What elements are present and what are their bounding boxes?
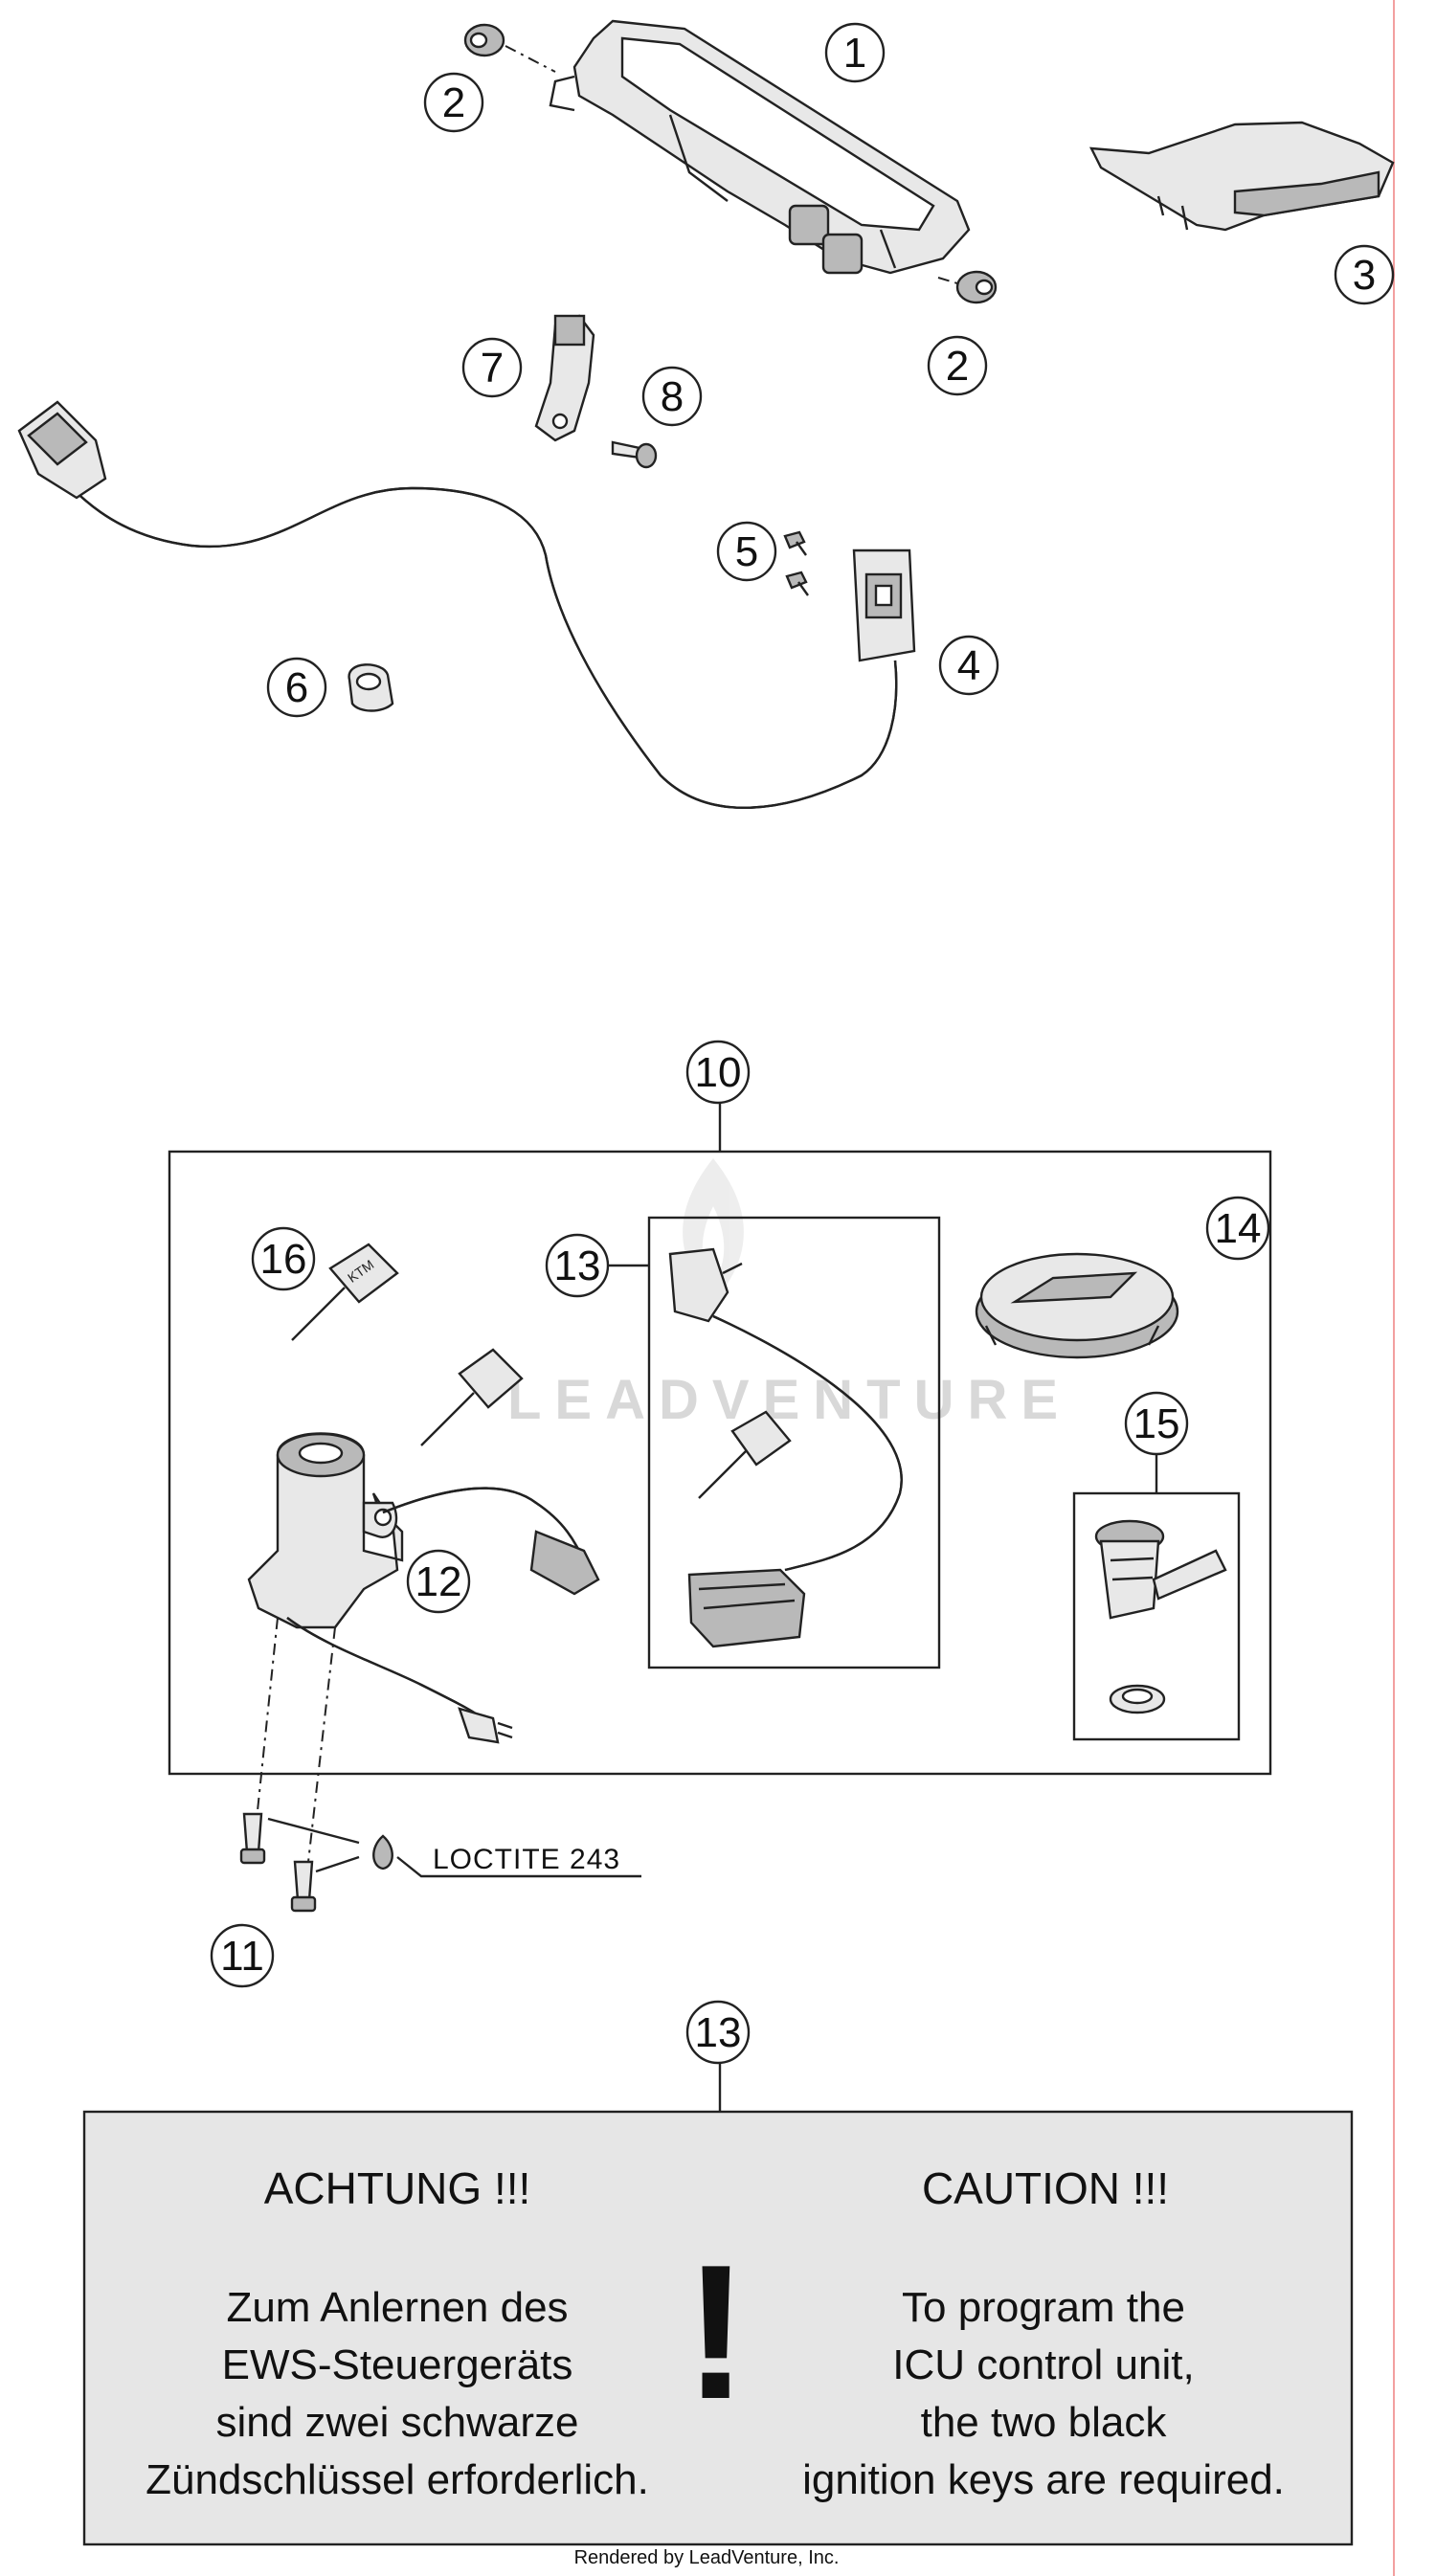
adapter-control-unit: [687, 1568, 806, 1648]
cluster-cover: [1088, 121, 1395, 232]
callout-4: 4: [938, 635, 999, 696]
callout-15: 15: [1124, 1391, 1189, 1456]
notice-box: [82, 2110, 1354, 2546]
callout-16: 16: [251, 1226, 316, 1291]
notice-en-title: CAUTION !!!: [922, 2163, 1169, 2213]
svg-text:1: 1: [843, 30, 866, 77]
adapter-connector: [668, 1247, 743, 1323]
notice-en-line-4: ignition keys are required.: [802, 2456, 1285, 2503]
callout-11: 11: [210, 1923, 275, 1988]
callout-5: 5: [716, 521, 777, 582]
grommet-top-leader: [505, 45, 556, 73]
notice-en-line-2: ICU control unit,: [892, 2341, 1194, 2388]
callouts: 1 2 2 3 4 5 6 7 8 10 11 12 13 14 15 16 1…: [210, 22, 1395, 2065]
svg-text:13: 13: [695, 2009, 742, 2056]
spare-key: KTM: [291, 1243, 399, 1341]
callout-7: 7: [461, 337, 523, 398]
svg-text:11: 11: [220, 1933, 264, 1980]
svg-text:15: 15: [1133, 1400, 1180, 1447]
callout-8: 8: [641, 366, 703, 427]
sensor-pad: [852, 549, 916, 662]
svg-text:5: 5: [735, 528, 758, 575]
notice-de-line-4: Zündschlüssel erforderlich.: [146, 2456, 649, 2503]
callout-13-notice: 13: [685, 2000, 751, 2065]
ignition-key: [420, 1348, 524, 1446]
instrument-cluster: [549, 19, 971, 275]
svg-text:12: 12: [415, 1558, 462, 1605]
grommet-bottom: [955, 270, 998, 304]
notice-de-line-2: EWS-Steuergeräts: [222, 2341, 573, 2388]
callout-2a: 2: [423, 72, 484, 133]
notice-en-line-1: To program the: [902, 2284, 1185, 2331]
screw-path-2: [303, 1626, 336, 1896]
callout-3: 3: [1334, 244, 1395, 305]
callout-14: 14: [1205, 1196, 1270, 1261]
watermark-text: LEADVENTURE: [507, 1369, 1071, 1431]
svg-text:16: 16: [260, 1236, 307, 1283]
bracket: [534, 314, 595, 442]
callout-13: 13: [545, 1233, 610, 1298]
lock-nut: [1109, 1684, 1166, 1714]
grommet-bottom-leader: [937, 277, 958, 284]
svg-text:2: 2: [442, 79, 465, 126]
callout-2b: 2: [927, 335, 988, 396]
callout-10: 10: [685, 1040, 751, 1105]
cable-clip: [348, 663, 394, 712]
screw: [611, 440, 658, 469]
adapter-frame: [647, 1216, 941, 1669]
loctite-label: LOCTITE 243: [433, 1844, 620, 1875]
notice-de-line-1: Zum Anlernen des: [226, 2284, 568, 2331]
ignition-lock: [247, 1432, 404, 1629]
lock-cylinder: [1094, 1519, 1227, 1620]
footer-credit: Rendered by LeadVenture, Inc.: [574, 2547, 840, 2568]
callout-1: 1: [824, 22, 886, 83]
notice-de-title: ACHTUNG !!!: [264, 2163, 531, 2213]
svg-text:6: 6: [285, 664, 308, 711]
loctite-drop: [372, 1834, 393, 1870]
svg-text:4: 4: [957, 642, 980, 689]
adapter-key: [698, 1410, 792, 1499]
mounting-screw-1: [239, 1812, 266, 1865]
lock-connector-upper: [529, 1530, 600, 1596]
loctite-leader: [267, 1817, 641, 1878]
svg-text:14: 14: [1215, 1205, 1262, 1252]
mounting-screw-2: [290, 1860, 317, 1913]
grommet-top: [463, 23, 505, 57]
callout-6: 6: [266, 657, 327, 718]
svg-text:13: 13: [554, 1243, 601, 1289]
warning-exclamation-icon: !: [684, 2226, 749, 2439]
sensor-cable: [37, 449, 898, 809]
fuel-cap: [975, 1252, 1179, 1359]
notice-en-line-3: the two black: [921, 2399, 1168, 2446]
svg-text:2: 2: [946, 343, 969, 390]
svg-text:10: 10: [695, 1049, 742, 1096]
sensor-connector: [17, 400, 107, 500]
svg-text:3: 3: [1353, 252, 1376, 299]
lock-connector-lower: [458, 1707, 513, 1744]
callout-12: 12: [406, 1549, 471, 1614]
notice-de-line-3: sind zwei schwarze: [215, 2399, 578, 2446]
svg-text:7: 7: [481, 345, 504, 392]
svg-text:8: 8: [661, 373, 684, 420]
sensor-screws: [783, 530, 809, 596]
